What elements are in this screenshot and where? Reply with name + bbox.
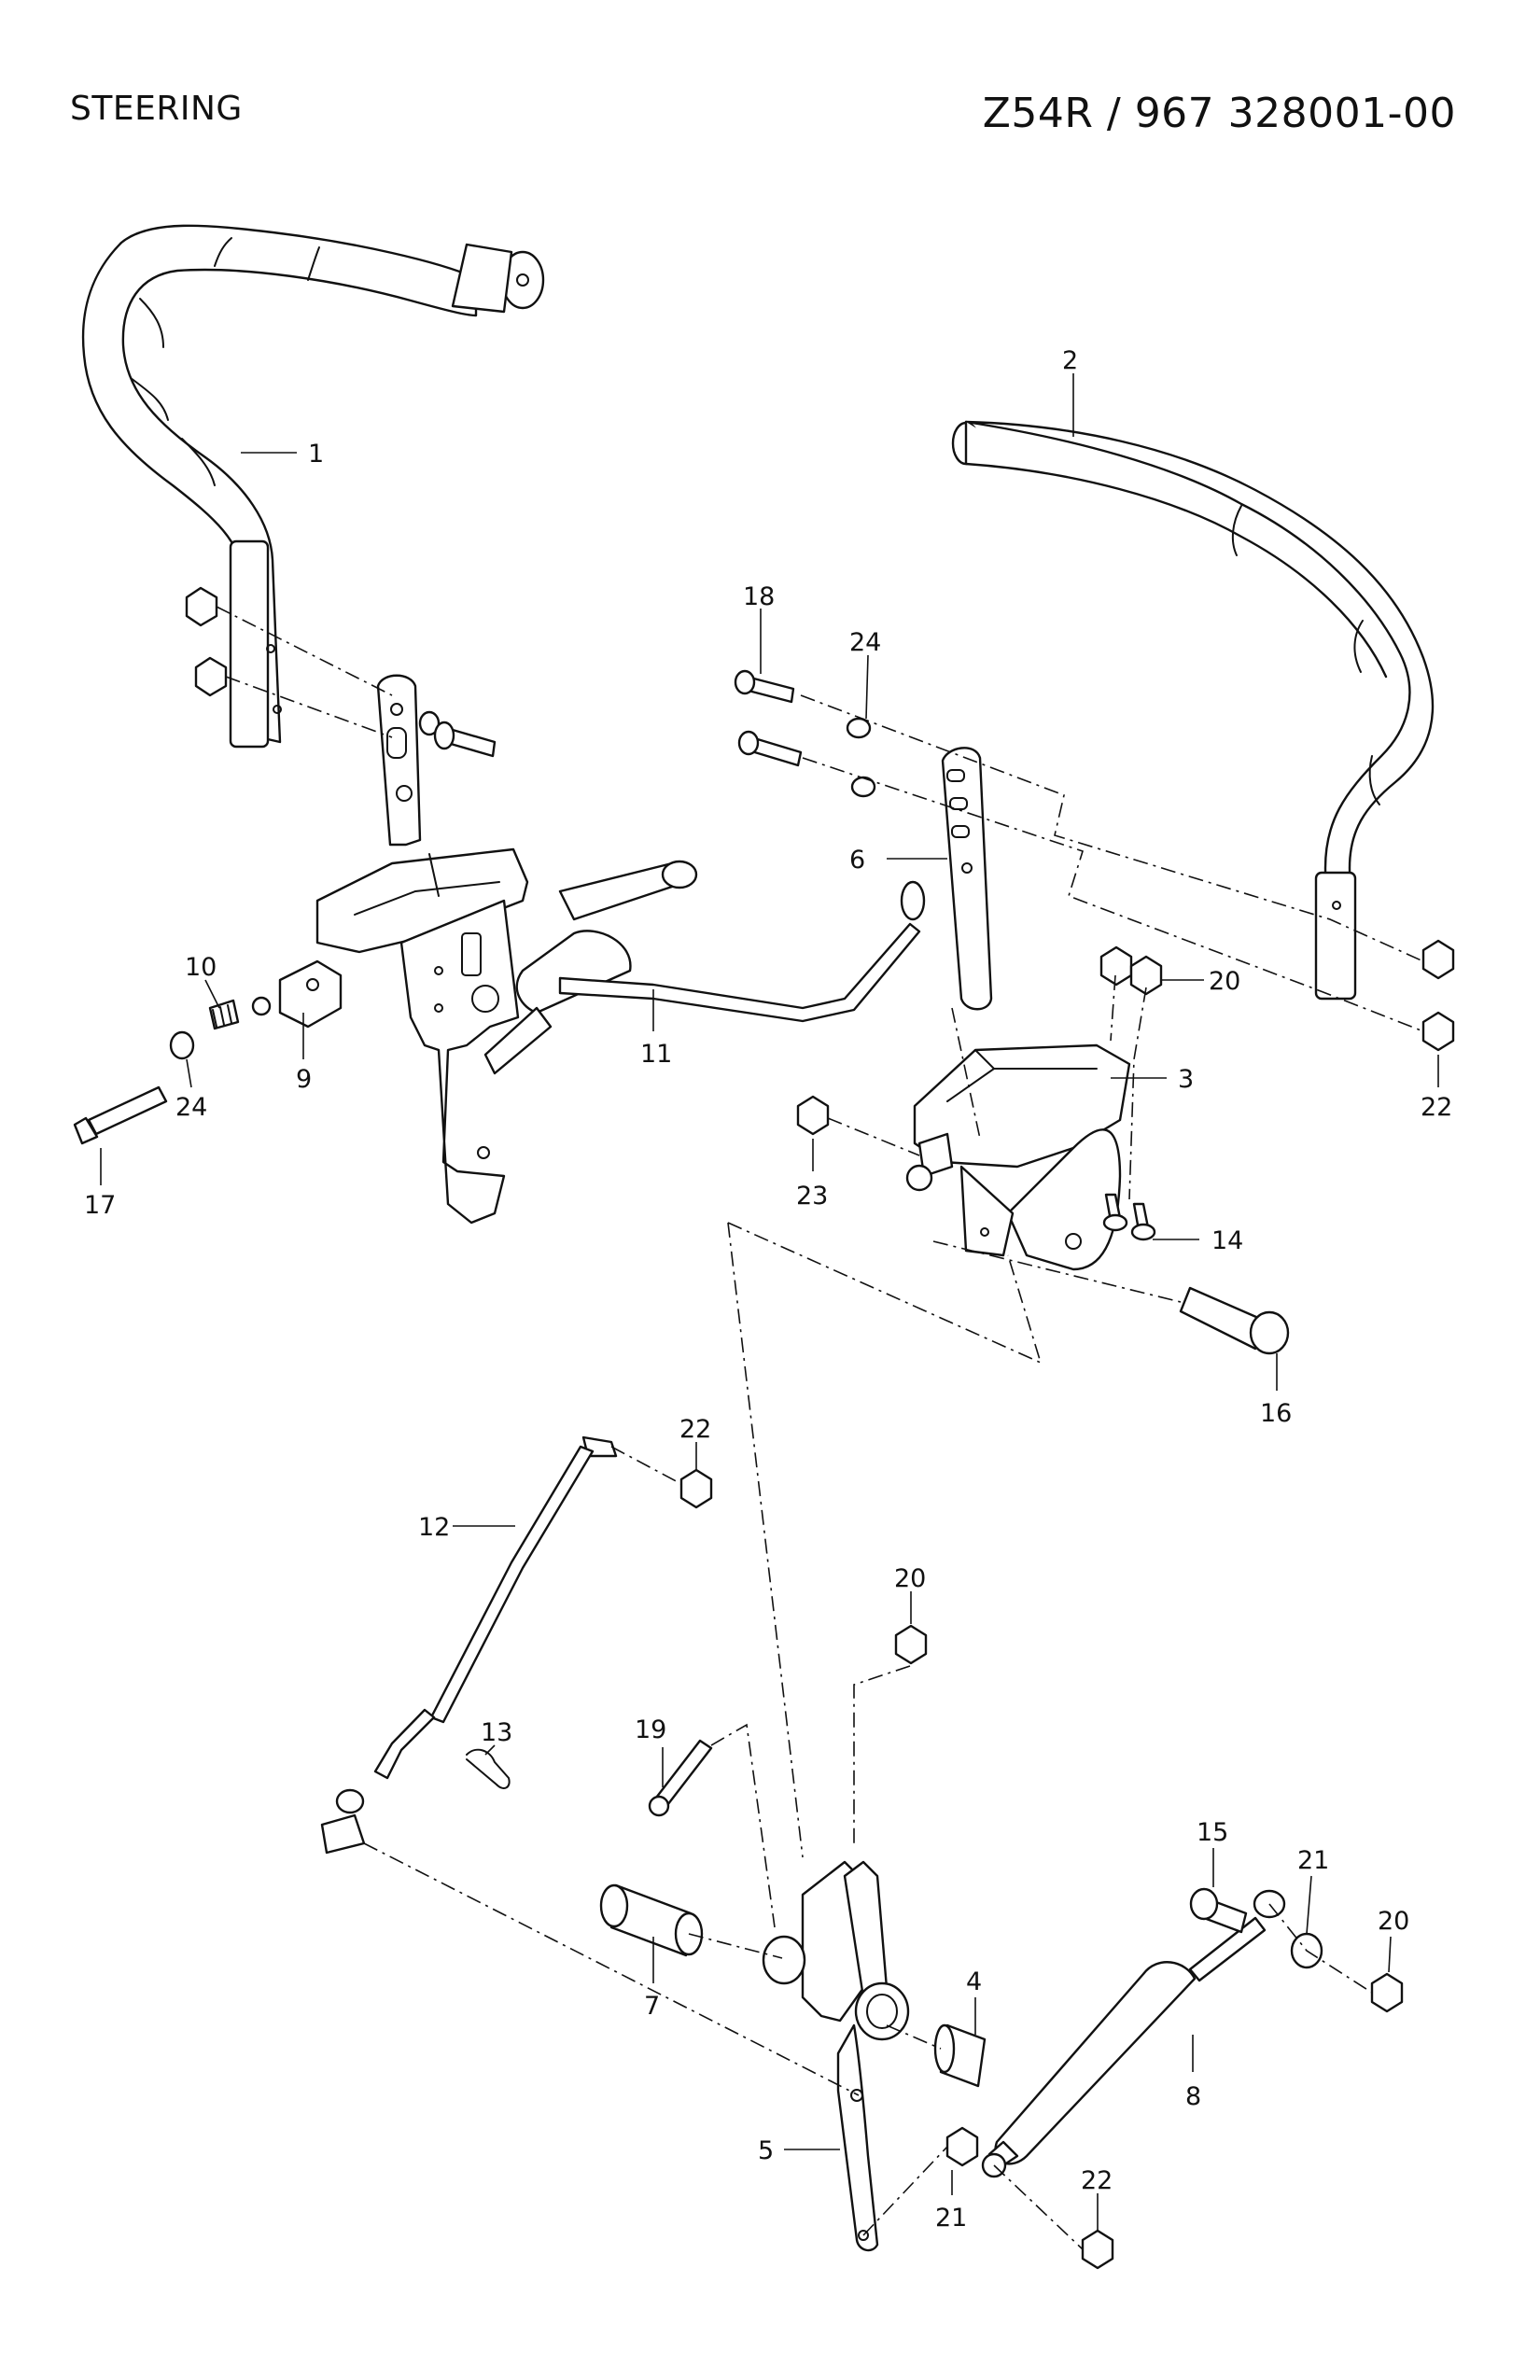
- section-title: STEERING: [70, 90, 243, 128]
- callout-22: 22: [1081, 2166, 1113, 2195]
- assembly-lines: [216, 606, 1424, 2250]
- callout-5: 5: [758, 2136, 774, 2165]
- callout-6: 6: [849, 846, 865, 875]
- callout-2: 2: [1062, 346, 1078, 375]
- callout-12: 12: [418, 1513, 450, 1542]
- callout-22: 22: [1421, 1093, 1452, 1122]
- callout-18: 18: [743, 582, 775, 611]
- callout-3: 3: [1178, 1065, 1194, 1094]
- callout-16: 16: [1260, 1399, 1292, 1428]
- callout-10: 10: [185, 953, 217, 982]
- bolt-16: [1179, 1286, 1290, 1355]
- bolt-15: [1189, 1887, 1248, 1934]
- bushing-4: [933, 2023, 987, 2088]
- model-number: Z54R / 967 328001-00: [982, 90, 1456, 137]
- control-rod-12: [320, 1435, 618, 1855]
- right-lever-6: [941, 747, 993, 1011]
- callout-20: 20: [1209, 967, 1240, 996]
- callout-9: 9: [296, 1065, 312, 1094]
- right-steering-handle: [951, 420, 1435, 1001]
- adjuster-block: [169, 959, 343, 1060]
- callout-17: 17: [84, 1191, 116, 1220]
- callout-20: 20: [894, 1564, 926, 1593]
- callout-15: 15: [1197, 1818, 1228, 1847]
- callout-21: 21: [1297, 1846, 1329, 1875]
- leader-lines: [100, 373, 1439, 2231]
- pin-19: [648, 1739, 713, 1817]
- callout-24: 24: [849, 628, 881, 657]
- callout-14: 14: [1211, 1226, 1243, 1255]
- callout-13: 13: [481, 1718, 512, 1747]
- callout-1: 1: [308, 440, 324, 469]
- callout-21: 21: [935, 2204, 967, 2233]
- callout-19: 19: [635, 1715, 666, 1744]
- left-steering-handle: [81, 224, 545, 749]
- right-bracket-3: [905, 1043, 1131, 1271]
- hardware-items: [185, 586, 1455, 2270]
- bushing-7: [599, 1883, 704, 1957]
- left-control-assembly: [315, 674, 698, 1225]
- tie-rod-11: [558, 880, 926, 1023]
- callout-23: 23: [796, 1182, 828, 1211]
- damper-8: [981, 1889, 1286, 2178]
- bolt-17: [73, 1085, 168, 1145]
- callout-labels: 1 2 18 24 6 20 3 22 10 9 11 24 17 23 14 …: [84, 346, 1452, 2233]
- callout-4: 4: [966, 1967, 982, 1996]
- lower-arm-5: [762, 1860, 910, 2252]
- callout-11: 11: [640, 1040, 672, 1069]
- callout-22: 22: [679, 1415, 711, 1444]
- callout-24: 24: [175, 1093, 207, 1122]
- callout-8: 8: [1185, 2082, 1201, 2111]
- callout-20: 20: [1378, 1907, 1409, 1936]
- hairpin-clip-13: [466, 1748, 511, 1789]
- callout-7: 7: [644, 1992, 660, 2021]
